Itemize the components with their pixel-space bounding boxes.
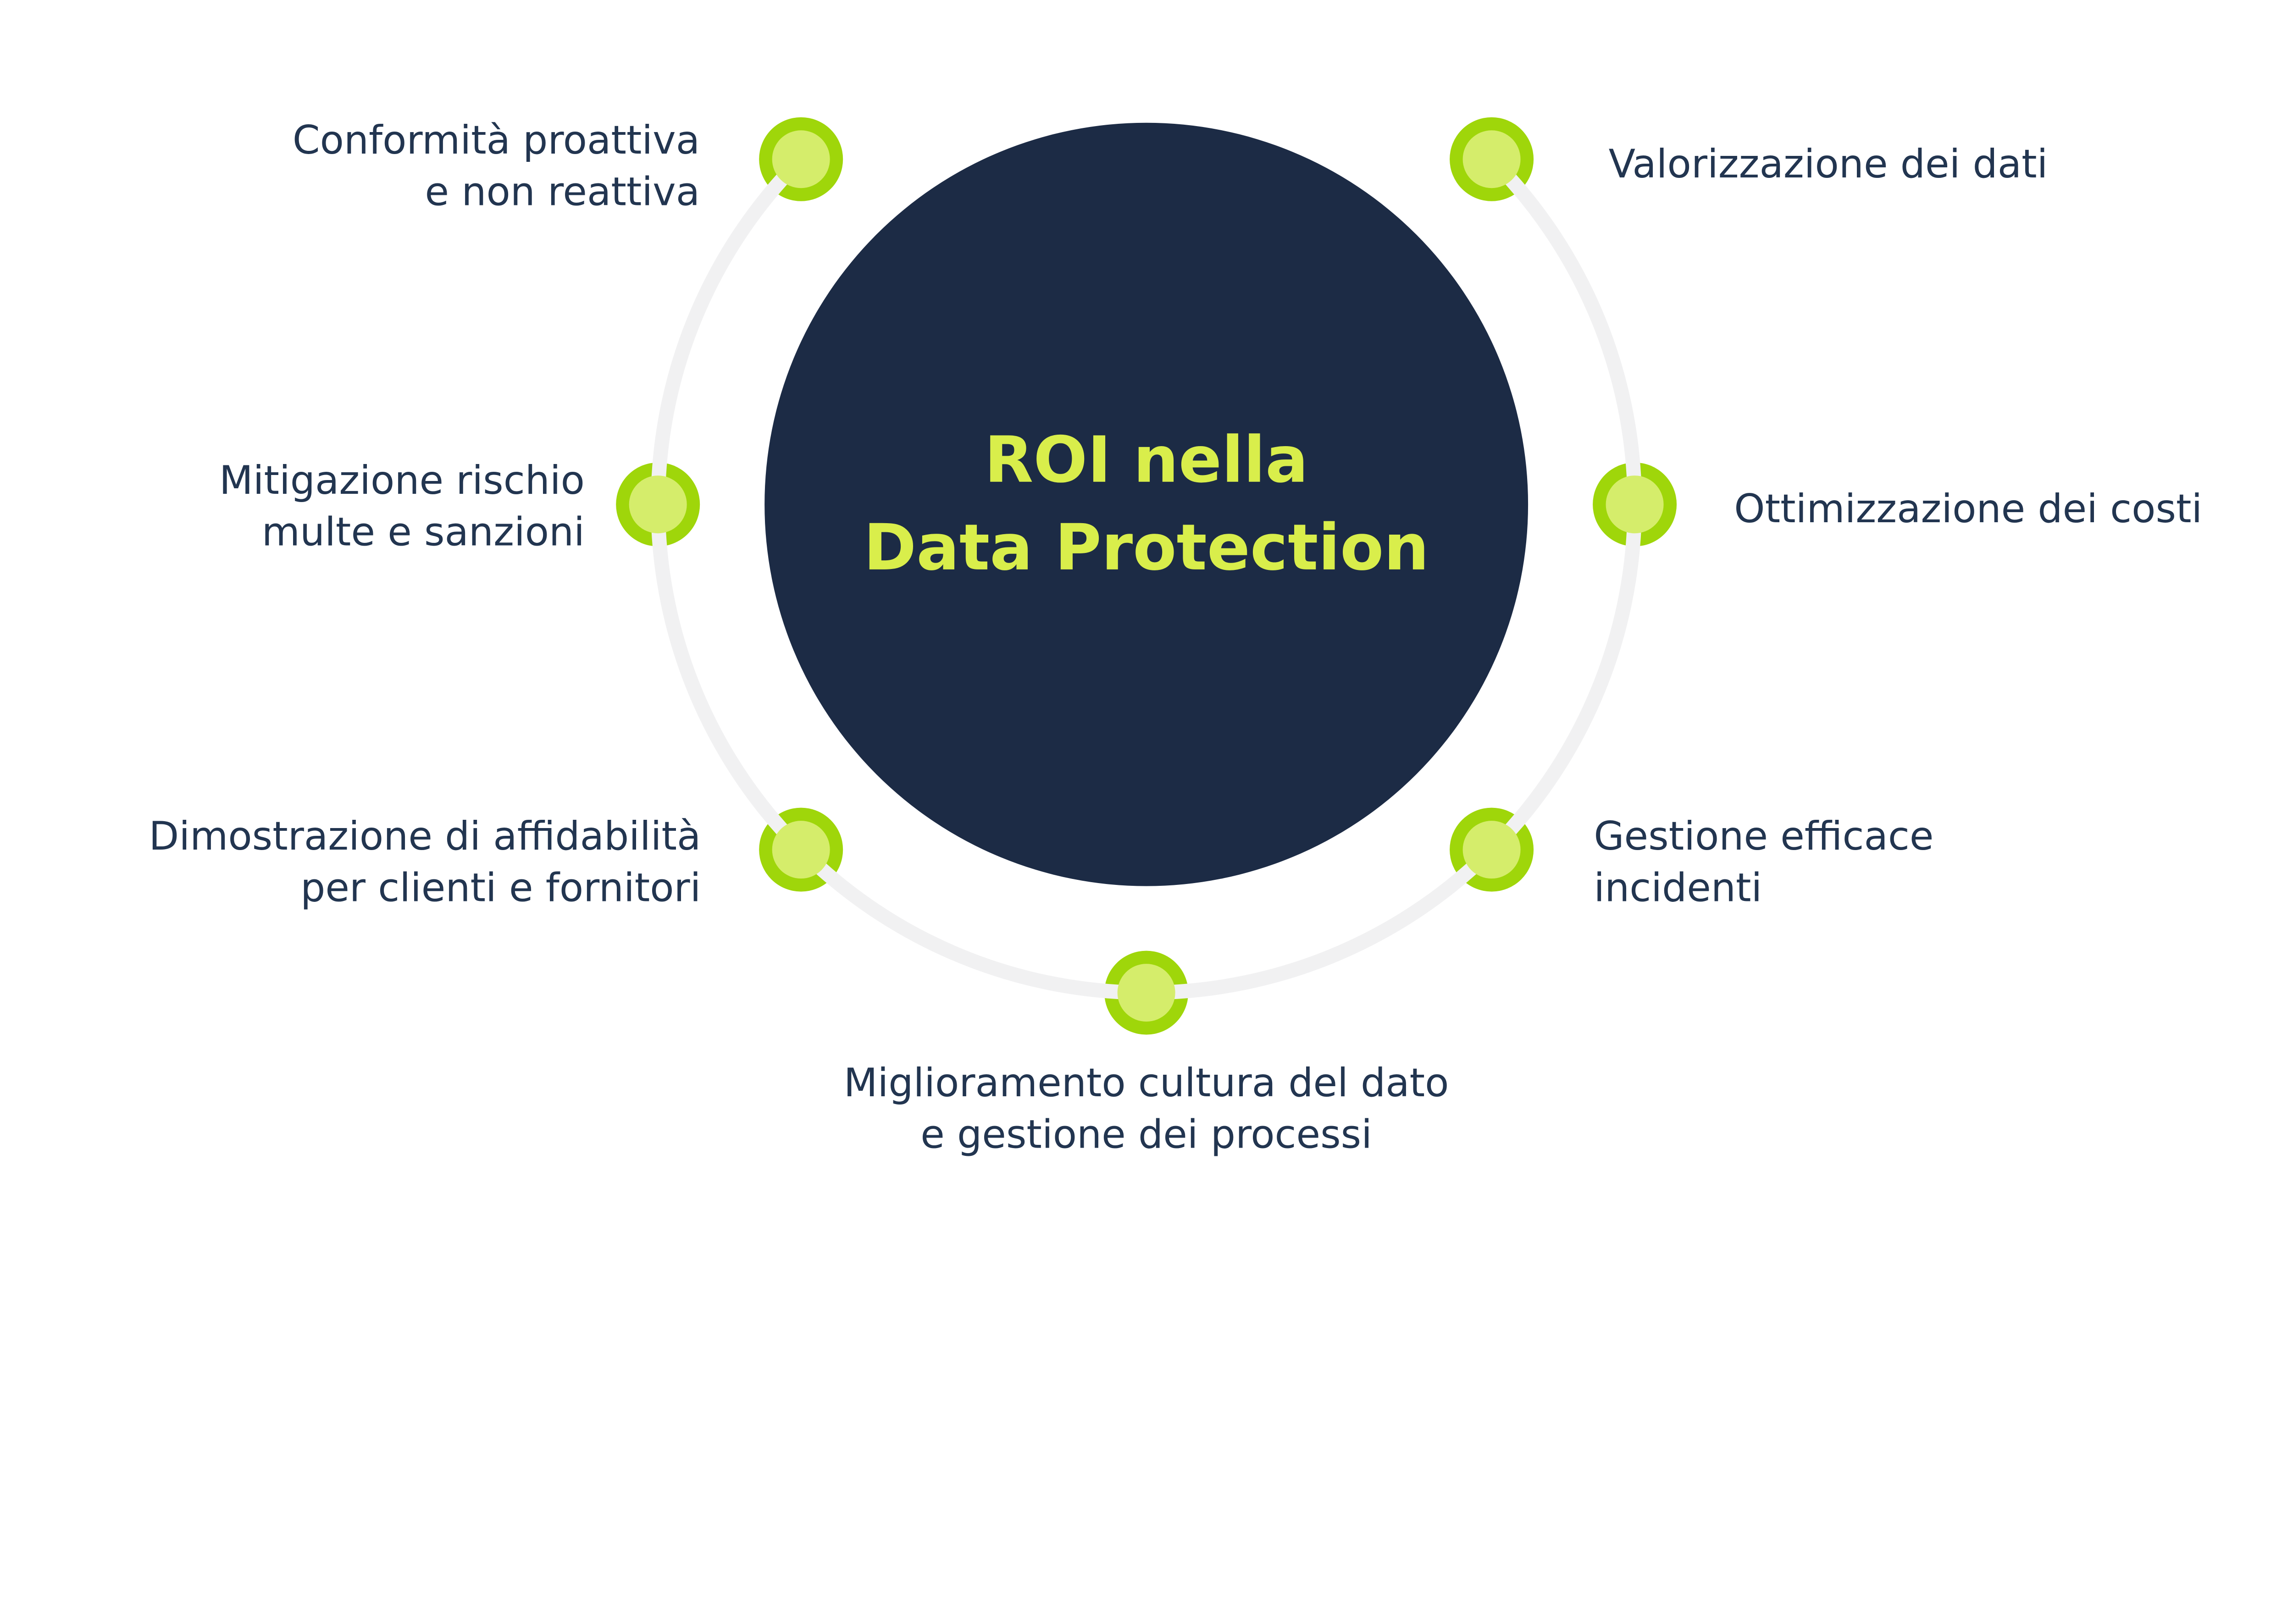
label-bottom-left-line1: Dimostrazione di affidabilità bbox=[149, 814, 701, 859]
dot-inner-bottom-right bbox=[1462, 821, 1521, 879]
label-left-line1: Mitigazione rischio bbox=[219, 458, 585, 503]
dot-inner-top-left bbox=[772, 130, 830, 188]
dot-inner-bottom-left bbox=[772, 821, 830, 879]
label-top-left-line1: Conformità proattiva bbox=[293, 118, 700, 163]
label-bottom-right-line2: incidenti bbox=[1594, 866, 1762, 911]
center-circle bbox=[764, 122, 1529, 886]
dot-inner-bottom bbox=[1117, 964, 1175, 1022]
label-bottom-left-line2: per clienti e fornitori bbox=[300, 866, 701, 911]
node-dots-inner bbox=[629, 130, 1664, 1022]
roi-data-protection-infographic: ROI nella Data Protection Conformità pro… bbox=[149, 117, 2203, 1158]
diagram-title-line2: Data Protection bbox=[864, 510, 1429, 585]
diagram-title-line1: ROI nella bbox=[984, 423, 1308, 497]
dot-inner-top-right bbox=[1462, 130, 1521, 188]
label-bottom-line1: Miglioramento cultura del dato bbox=[844, 1061, 1449, 1106]
roi-diagram-canvas: ROI nella Data Protection Conformità pro… bbox=[149, 117, 2202, 1157]
label-bottom-line2: e gestione dei processi bbox=[920, 1112, 1372, 1157]
dot-inner-right bbox=[1606, 475, 1664, 534]
label-right-line1: Ottimizzazione dei costi bbox=[1734, 486, 2202, 532]
label-top-right-line1: Valorizzazione dei dati bbox=[1609, 142, 2048, 187]
label-top-left-line2: e non reattiva bbox=[425, 170, 700, 215]
label-bottom-right-line1: Gestione efficace bbox=[1594, 814, 1933, 859]
dot-inner-left bbox=[629, 475, 687, 534]
label-left-line2: multe e sanzioni bbox=[262, 509, 585, 555]
